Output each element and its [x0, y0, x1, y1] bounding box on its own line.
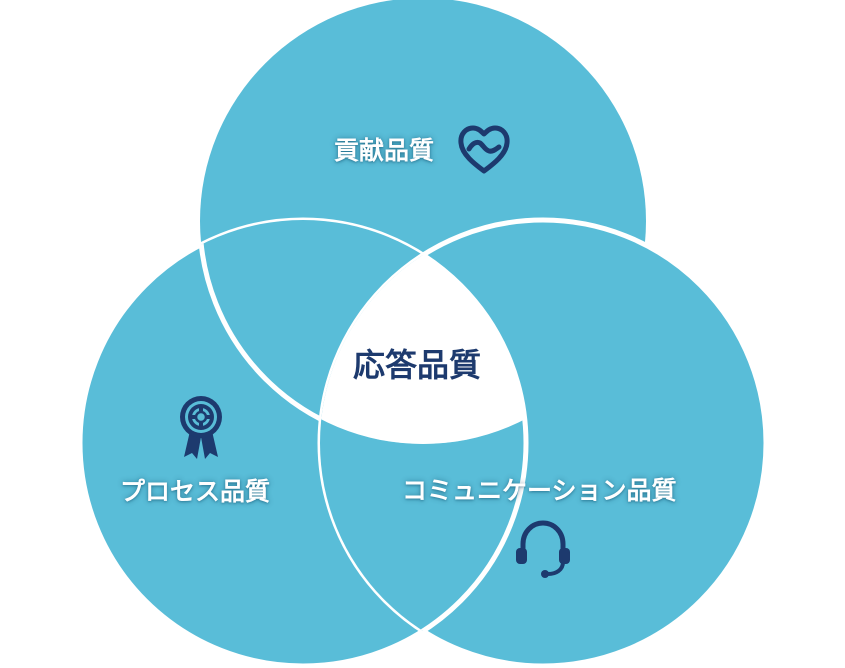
headset-icon: [516, 520, 570, 578]
label-communication-quality: コミュニケーション品質: [402, 476, 677, 505]
label-response-quality: 応答品質: [353, 346, 482, 384]
award-ribbon-icon: [180, 396, 222, 459]
label-process-quality: プロセス品質: [120, 477, 271, 506]
label-contribution-quality: 貢献品質: [334, 136, 435, 165]
heart-icon: [458, 125, 510, 174]
